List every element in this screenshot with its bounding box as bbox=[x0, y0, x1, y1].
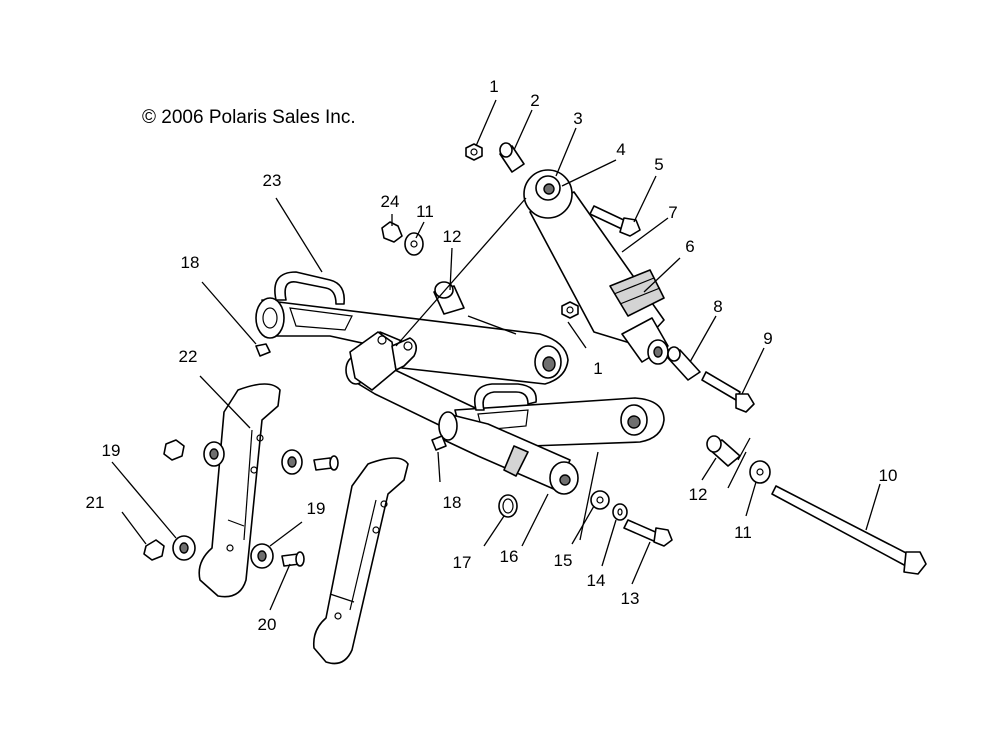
callout-4: 4 bbox=[616, 140, 625, 159]
callout-5: 5 bbox=[654, 155, 663, 174]
callout-23: 23 bbox=[263, 171, 282, 190]
callout-21: 21 bbox=[86, 493, 105, 512]
callout-labels: 1 2 3 4 5 7 6 8 9 10 11 11 12 12 13 14 1… bbox=[86, 77, 898, 634]
copyright-text: © 2006 Polaris Sales Inc. bbox=[142, 107, 356, 128]
link-arm-left bbox=[198, 383, 281, 598]
callout-3: 3 bbox=[573, 109, 582, 128]
callout-15: 15 bbox=[554, 551, 573, 570]
callout-6: 6 bbox=[685, 237, 694, 256]
callout-22: 22 bbox=[179, 347, 198, 366]
callout-20: 20 bbox=[258, 615, 277, 634]
callout-11-lower: 11 bbox=[734, 523, 752, 542]
callout-16: 16 bbox=[500, 547, 519, 566]
callout-12-lower: 12 bbox=[689, 485, 708, 504]
callout-9: 9 bbox=[763, 329, 772, 348]
link-hardware bbox=[143, 439, 339, 569]
lower-cross-shaft bbox=[438, 411, 579, 495]
callout-8: 8 bbox=[713, 297, 722, 316]
callout-13: 13 bbox=[621, 589, 640, 608]
callout-24: 24 bbox=[381, 192, 400, 211]
link-arm-right bbox=[312, 457, 409, 665]
callout-1-mid: 1 bbox=[593, 359, 602, 378]
callout-18-upper: 18 bbox=[181, 253, 200, 272]
callout-14: 14 bbox=[587, 571, 606, 590]
callout-1-top: 1 bbox=[489, 77, 498, 96]
callout-19-right: 19 bbox=[307, 499, 326, 518]
callout-18-lower: 18 bbox=[443, 493, 462, 512]
hardware-parts bbox=[255, 142, 927, 575]
callout-10: 10 bbox=[879, 466, 898, 485]
callout-2: 2 bbox=[530, 91, 539, 110]
callout-11-upper: 11 bbox=[416, 202, 434, 221]
callout-19-left: 19 bbox=[102, 441, 121, 460]
leader-lines bbox=[111, 99, 881, 611]
shock-absorber bbox=[523, 169, 669, 365]
callout-17: 17 bbox=[453, 553, 472, 572]
callout-7: 7 bbox=[668, 203, 677, 222]
callout-12-upper: 12 bbox=[443, 227, 462, 246]
